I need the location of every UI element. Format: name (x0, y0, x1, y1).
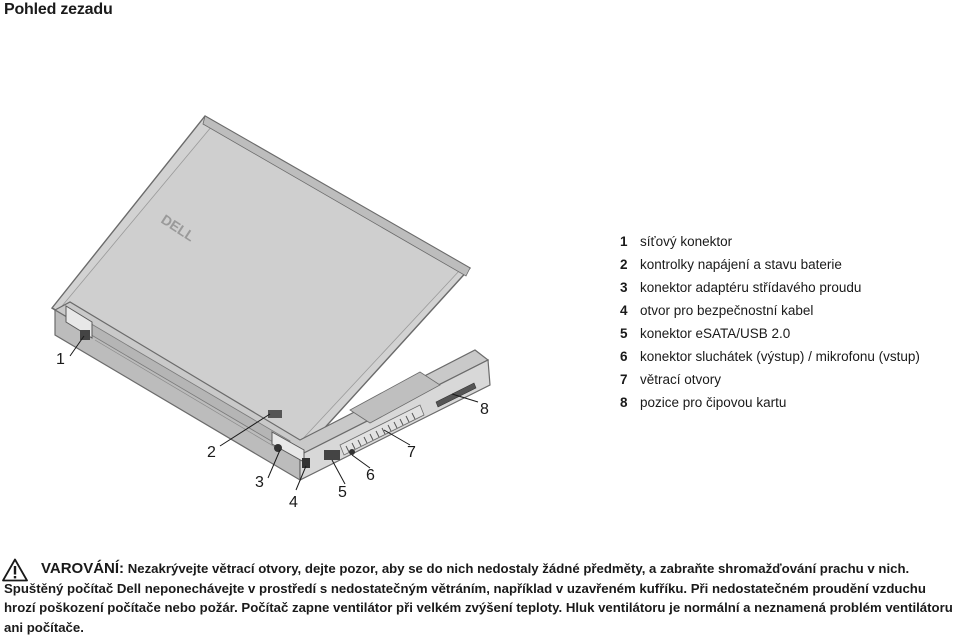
legend-item: 6 konektor sluchátek (výstup) / mikrofon… (620, 345, 950, 368)
legend-item-number: 4 (620, 303, 628, 318)
laptop-back-view-illustration: DELL (50, 115, 491, 511)
legend-item-text: kontrolky napájení a stavu baterie (640, 257, 842, 272)
legend-item-number: 6 (620, 349, 628, 364)
callout-4: 4 (289, 494, 298, 511)
callout-1: 1 (56, 351, 65, 368)
callout-6: 6 (366, 467, 375, 484)
legend-item: 2 kontrolky napájení a stavu baterie (620, 253, 950, 276)
callout-8: 8 (480, 401, 489, 418)
callout-legend: 1 síťový konektor 2 kontrolky napájení a… (620, 230, 950, 414)
legend-item-text: pozice pro čipovou kartu (640, 395, 787, 410)
callout-7: 7 (407, 444, 416, 461)
legend-item-text: větrací otvory (640, 372, 722, 387)
section-title: Pohled zezadu (4, 1, 113, 18)
warning-triangle-icon (2, 558, 28, 582)
legend-item-number: 2 (620, 257, 628, 272)
legend-item-number: 8 (620, 395, 628, 410)
legend-item: 7 větrací otvory (620, 368, 950, 391)
legend-item-text: konektor sluchátek (výstup) / mikrofonu … (640, 349, 920, 364)
legend-item-text: síťový konektor (640, 234, 733, 249)
legend-item: 5 konektor eSATA/USB 2.0 (620, 322, 950, 345)
callout-2: 2 (207, 444, 216, 461)
legend-item: 1 síťový konektor (620, 230, 950, 253)
warning-label: VAROVÁNÍ: (41, 560, 125, 577)
warning-text: VAROVÁNÍ: Nezakrývejte větrací otvory, d… (4, 559, 956, 637)
legend-item-number: 5 (620, 326, 628, 341)
callout-5: 5 (338, 484, 347, 501)
legend-item-text: konektor adaptéru střídavého proudu (640, 280, 862, 295)
callout-leader-lines (69, 335, 479, 491)
legend-item-number: 3 (620, 280, 628, 295)
callout-3: 3 (255, 474, 264, 491)
legend-item: 4 otvor pro bezpečnostní kabel (620, 299, 950, 322)
legend-item-number: 7 (620, 372, 628, 387)
legend-item-text: otvor pro bezpečnostní kabel (640, 303, 814, 318)
legend-item-text: konektor eSATA/USB 2.0 (640, 326, 791, 341)
legend-item: 8 pozice pro čipovou kartu (620, 391, 950, 414)
warning-body: Nezakrývejte větrací otvory, dejte pozor… (4, 561, 953, 635)
legend-item: 3 konektor adaptéru střídavého proudu (620, 276, 950, 299)
warning-block: VAROVÁNÍ: Nezakrývejte větrací otvory, d… (0, 558, 960, 638)
vents-graphic (339, 371, 441, 456)
legend-item-number: 1 (620, 234, 628, 249)
